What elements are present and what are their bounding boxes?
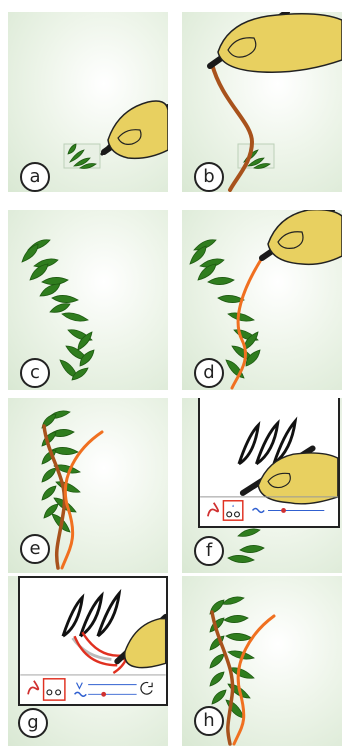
edited-stroke xyxy=(75,636,118,665)
panel-label: c xyxy=(20,358,50,388)
inset-drawing xyxy=(20,578,166,704)
leafy-branch xyxy=(42,411,80,532)
panel-b: b xyxy=(182,12,342,192)
stroke-tool-icon xyxy=(28,681,38,695)
panel-label: f xyxy=(194,536,224,566)
leaf-outline-strokes xyxy=(63,594,119,637)
stroke-editor-inset xyxy=(198,398,340,528)
panel-label: h xyxy=(194,706,224,736)
slider-knob xyxy=(101,692,106,697)
panel-c: c xyxy=(8,210,168,390)
stroke-tool-icon xyxy=(208,503,218,517)
panel-e: e xyxy=(8,398,168,573)
slider-knob xyxy=(281,508,286,513)
panel-label: a xyxy=(20,162,50,192)
toolbar xyxy=(28,679,152,700)
inset-drawing xyxy=(200,398,338,526)
rotate-icon xyxy=(141,682,152,694)
panel-f: f xyxy=(182,398,342,573)
leafy-branch xyxy=(228,529,264,563)
selected-tool-box xyxy=(44,679,65,700)
ghost-stroke xyxy=(73,638,112,659)
panel-g: g xyxy=(8,576,168,746)
hand-with-pen xyxy=(210,12,342,72)
panel-a: a xyxy=(8,12,168,192)
panel-h: h xyxy=(182,576,342,746)
wave-icon xyxy=(253,509,265,513)
stroke-editor-inset xyxy=(18,576,168,706)
hand-with-pen xyxy=(102,101,168,158)
wave-icon xyxy=(75,692,87,696)
hand-with-pen xyxy=(262,210,342,264)
panel-label: e xyxy=(20,534,50,564)
panel-label: b xyxy=(194,162,224,192)
leafy-branch xyxy=(190,240,260,378)
panel-label: d xyxy=(194,358,224,388)
panel-label: g xyxy=(18,708,48,738)
panel-d: d xyxy=(182,210,342,390)
selected-tool-box xyxy=(223,501,242,520)
